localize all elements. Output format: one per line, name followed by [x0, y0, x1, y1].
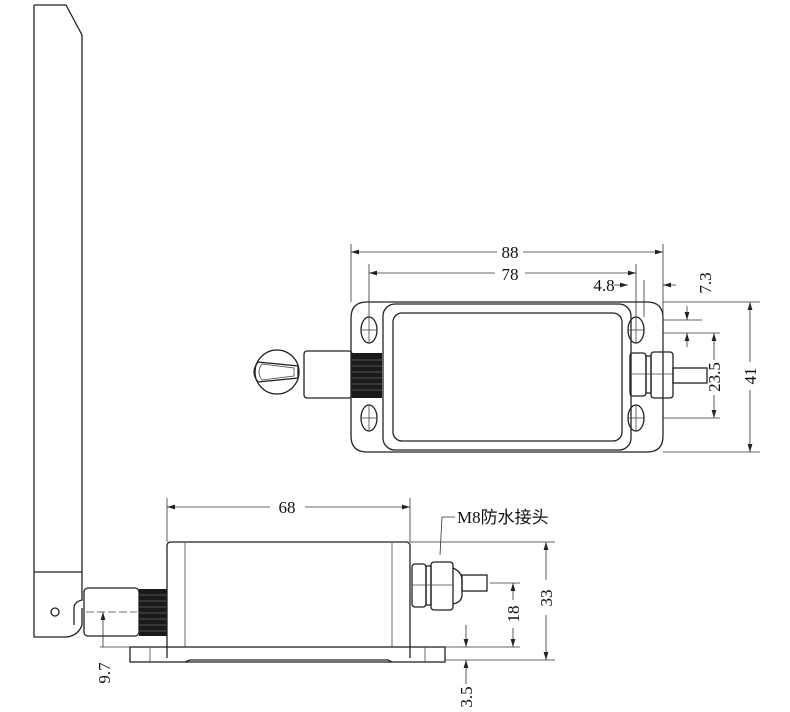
side-view-enclosure [129, 541, 446, 663]
dim-78: 78 [368, 264, 637, 317]
dim-18-label: 18 [504, 606, 523, 623]
dim-88: 88 [350, 243, 664, 352]
top-antenna-connector [253, 349, 382, 399]
dim-3-5-label: 3.5 [457, 686, 476, 707]
dim-41-label: 41 [741, 368, 760, 385]
dim-23-5: 23.5 [663, 333, 724, 419]
dim-3-5: 3.5 [457, 625, 476, 708]
top-view-enclosure [350, 301, 664, 453]
m8-connector-label: M8防水接头 [457, 508, 549, 527]
top-m8-gland [629, 351, 708, 399]
dim-33: 33 [410, 541, 556, 661]
dim-7-3-label: 7.3 [696, 272, 715, 293]
dim-78-label: 78 [502, 265, 519, 284]
m8-connector-callout: M8防水接头 [439, 508, 549, 556]
side-m8-gland [411, 561, 488, 611]
dim-4-8-label: 4.8 [593, 276, 614, 295]
dim-88-label: 88 [502, 243, 519, 262]
hinge-hole-icon [50, 607, 60, 617]
mounting-hole-icon [360, 316, 645, 432]
side-antenna-connector [83, 587, 167, 637]
dim-68: 68 [166, 498, 411, 542]
dim-18: 18 [445, 582, 523, 648]
dim-33-label: 33 [537, 590, 556, 607]
dim-9-7: 9.7 [95, 612, 130, 684]
dim-4-8: 4.8 [593, 276, 676, 317]
dim-23-5-label: 23.5 [705, 362, 724, 392]
dim-7-3: 7.3 [663, 272, 720, 347]
dim-9-7-label: 9.7 [95, 662, 114, 684]
dim-68-label: 68 [279, 498, 296, 517]
antenna [33, 4, 83, 638]
dim-41: 41 [663, 301, 760, 453]
